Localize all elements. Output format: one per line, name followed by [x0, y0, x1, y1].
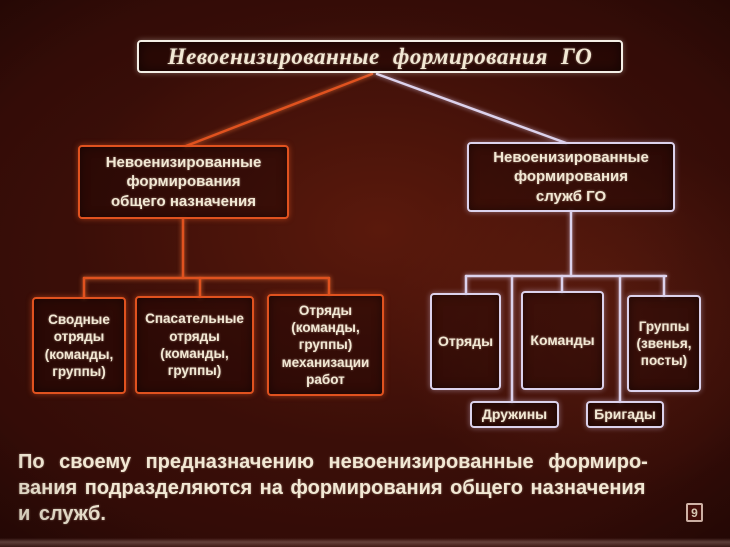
general-purpose-node: Невоенизированные формирования общего на…: [78, 145, 289, 219]
caption-line: и служб.: [18, 503, 106, 525]
node-brigady: Бригады: [586, 401, 664, 428]
node-label: Спасательные отряды (команды, группы): [145, 311, 244, 379]
node-svodnye-otryady: Сводные отряды (команды, группы): [32, 297, 126, 394]
connector: [184, 72, 374, 148]
connector: [375, 72, 568, 145]
services-node: Невоенизированные формирования служб ГО: [467, 142, 675, 212]
caption: По своему предназначению невоенизированн…: [18, 449, 718, 527]
node-label: Невоенизированные формирования общего на…: [105, 154, 262, 210]
node-druzhiny: Дружины: [470, 401, 559, 428]
node-label: Отряды: [437, 332, 494, 349]
node-label: Отряды (команды, группы) механизации раб…: [281, 302, 370, 387]
node-label: Дружины: [481, 405, 548, 422]
page-number-badge: 9: [686, 503, 703, 522]
film-edge-strip: [0, 538, 730, 547]
node-label: Невоенизированные формирования служб ГО: [493, 149, 649, 205]
node-label: Бригады: [594, 405, 656, 422]
page-number: 9: [691, 505, 698, 520]
node-komandy: Команды: [521, 291, 604, 390]
node-label: Команды: [530, 331, 595, 348]
node-otryady-mekhanizatsii: Отряды (команды, группы) механизации раб…: [267, 294, 384, 396]
node-otryady: Отряды: [430, 293, 501, 390]
node-gruppy: Группы (звенья, посты): [627, 295, 701, 392]
caption-line: вания подразделяются на формирования общ…: [18, 477, 646, 499]
caption-line: По своему предназначению невоенизированн…: [18, 451, 648, 473]
node-label: Сводные отряды (команды, группы): [44, 311, 114, 379]
node-spasatelnye-otryady: Спасательные отряды (команды, группы): [135, 296, 254, 394]
node-label: Группы (звенья, посты): [636, 318, 692, 369]
root-node: Невоенизированные формирования ГО: [137, 40, 623, 73]
root-node-label: Невоенизированные формирования ГО: [167, 43, 593, 69]
